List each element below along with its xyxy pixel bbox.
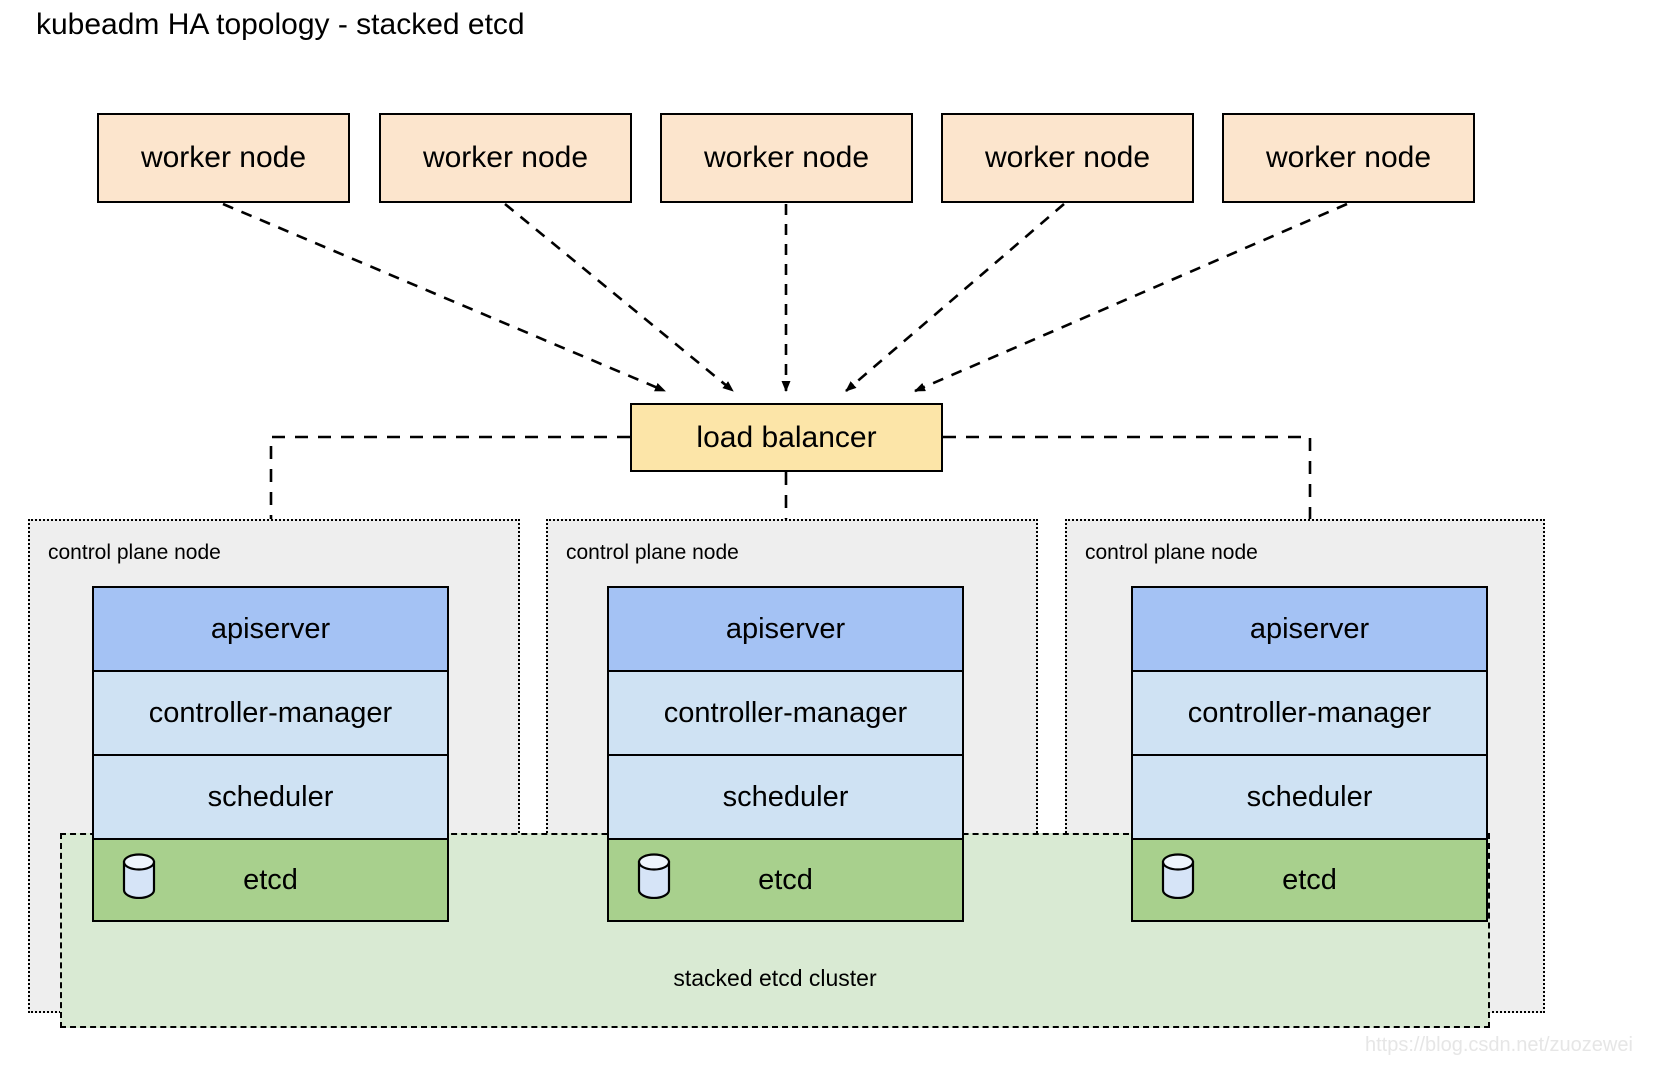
etcd-box-2[interactable]: etcd [607,838,964,922]
stacked-etcd-cluster-label: stacked etcd cluster [673,965,877,991]
control-plane-node-label: control plane node [48,541,221,564]
worker-node-label: worker node [1265,141,1432,174]
scheduler-box-3[interactable]: scheduler [1131,754,1488,838]
apiserver-box-2[interactable]: apiserver [607,586,964,670]
load-balancer-box[interactable]: load balancer [630,403,943,472]
worker-node-label: worker node [703,141,870,174]
apiserver-label: apiserver [725,612,846,645]
etcd-label: etcd [243,863,298,896]
controller-manager-box-2[interactable]: controller-manager [607,670,964,754]
database-cylinder-icon [637,853,671,907]
control-plane-stack-1: apiserver controller-manager scheduler e… [92,586,449,922]
controller-manager-box-1[interactable]: controller-manager [92,670,449,754]
scheduler-box-1[interactable]: scheduler [92,754,449,838]
control-plane-stack-2: apiserver controller-manager scheduler e… [607,586,964,922]
apiserver-label: apiserver [1249,612,1370,645]
worker-node-3[interactable]: worker node [660,113,913,203]
etcd-box-1[interactable]: etcd [92,838,449,922]
controller-manager-label: controller-manager [1187,696,1432,729]
scheduler-box-2[interactable]: scheduler [607,754,964,838]
controller-manager-label: controller-manager [148,696,393,729]
page-title: kubeadm HA topology - stacked etcd [36,8,525,41]
etcd-label: etcd [758,863,813,896]
worker-node-label: worker node [140,141,307,174]
worker-to-lb-arrows [222,202,1348,393]
controller-manager-box-3[interactable]: controller-manager [1131,670,1488,754]
database-cylinder-icon [1161,853,1195,907]
control-plane-stack-3: apiserver controller-manager scheduler e… [1131,586,1488,922]
worker-node-1[interactable]: worker node [97,113,350,203]
load-balancer-label: load balancer [696,420,877,454]
apiserver-label: apiserver [210,612,331,645]
worker-node-2[interactable]: worker node [379,113,632,203]
controller-manager-label: controller-manager [663,696,908,729]
control-plane-node-label: control plane node [1085,541,1258,564]
control-plane-node-label: control plane node [566,541,739,564]
database-cylinder-icon [122,853,156,907]
scheduler-label: scheduler [1246,780,1373,813]
worker-node-label: worker node [984,141,1151,174]
scheduler-label: scheduler [722,780,849,813]
worker-node-4[interactable]: worker node [941,113,1194,203]
worker-node-5[interactable]: worker node [1222,113,1475,203]
apiserver-box-1[interactable]: apiserver [92,586,449,670]
etcd-box-3[interactable]: etcd [1131,838,1488,922]
watermark-text: https://blog.csdn.net/zuozewei [1365,1034,1633,1056]
etcd-label: etcd [1282,863,1337,896]
worker-node-label: worker node [422,141,589,174]
scheduler-label: scheduler [207,780,334,813]
apiserver-box-3[interactable]: apiserver [1131,586,1488,670]
